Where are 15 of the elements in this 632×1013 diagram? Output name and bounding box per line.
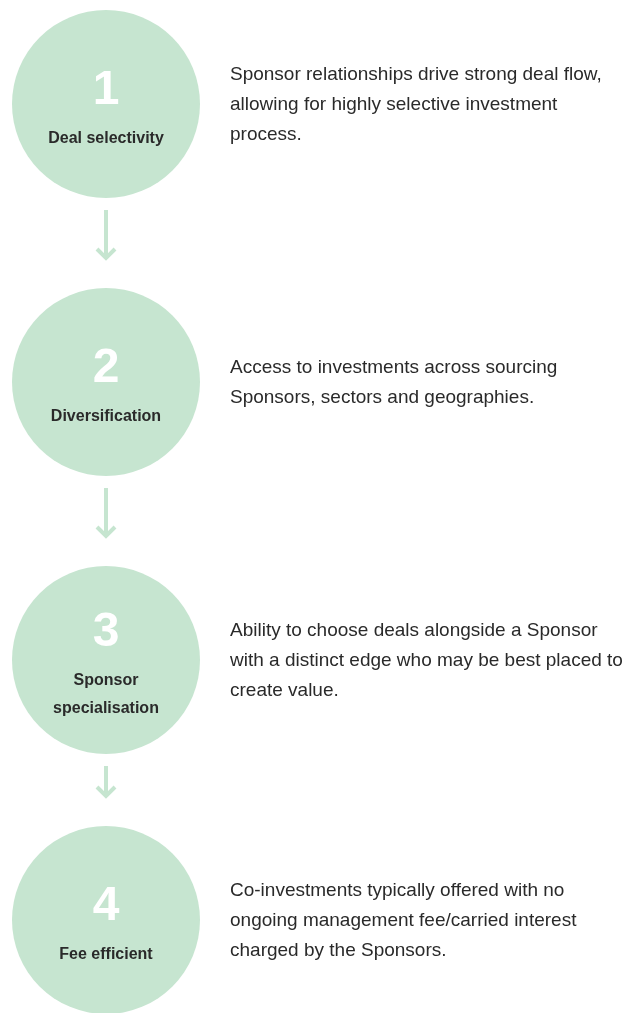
step-number: 3 [92,606,120,654]
step-number: 4 [92,880,120,928]
step-title: Fee efficient [58,944,154,964]
step-title: Deal selectivity [47,128,165,148]
step-number: 1 [92,64,120,112]
step-description: Access to investments across sourcing Sponsors, sectors and geographies. [230,355,559,409]
step-description: Ability to choose deals alongside a Sponsor with a distinct edge who may be best placed to create value. [230,618,624,702]
step-description: Co-investments typically offered with no ongoing management fee/carried interest charged by the Sponsors. [230,878,578,962]
arrow [95,766,117,798]
step-description: Sponsor relationships drive strong deal flow, allowing for highly selective investment process. [230,62,603,146]
step-title: Sponsor specialisation [52,670,160,718]
step-title: Diversification [49,406,163,426]
arrow [95,210,117,260]
arrow [95,488,117,538]
step-number: 2 [92,342,120,390]
